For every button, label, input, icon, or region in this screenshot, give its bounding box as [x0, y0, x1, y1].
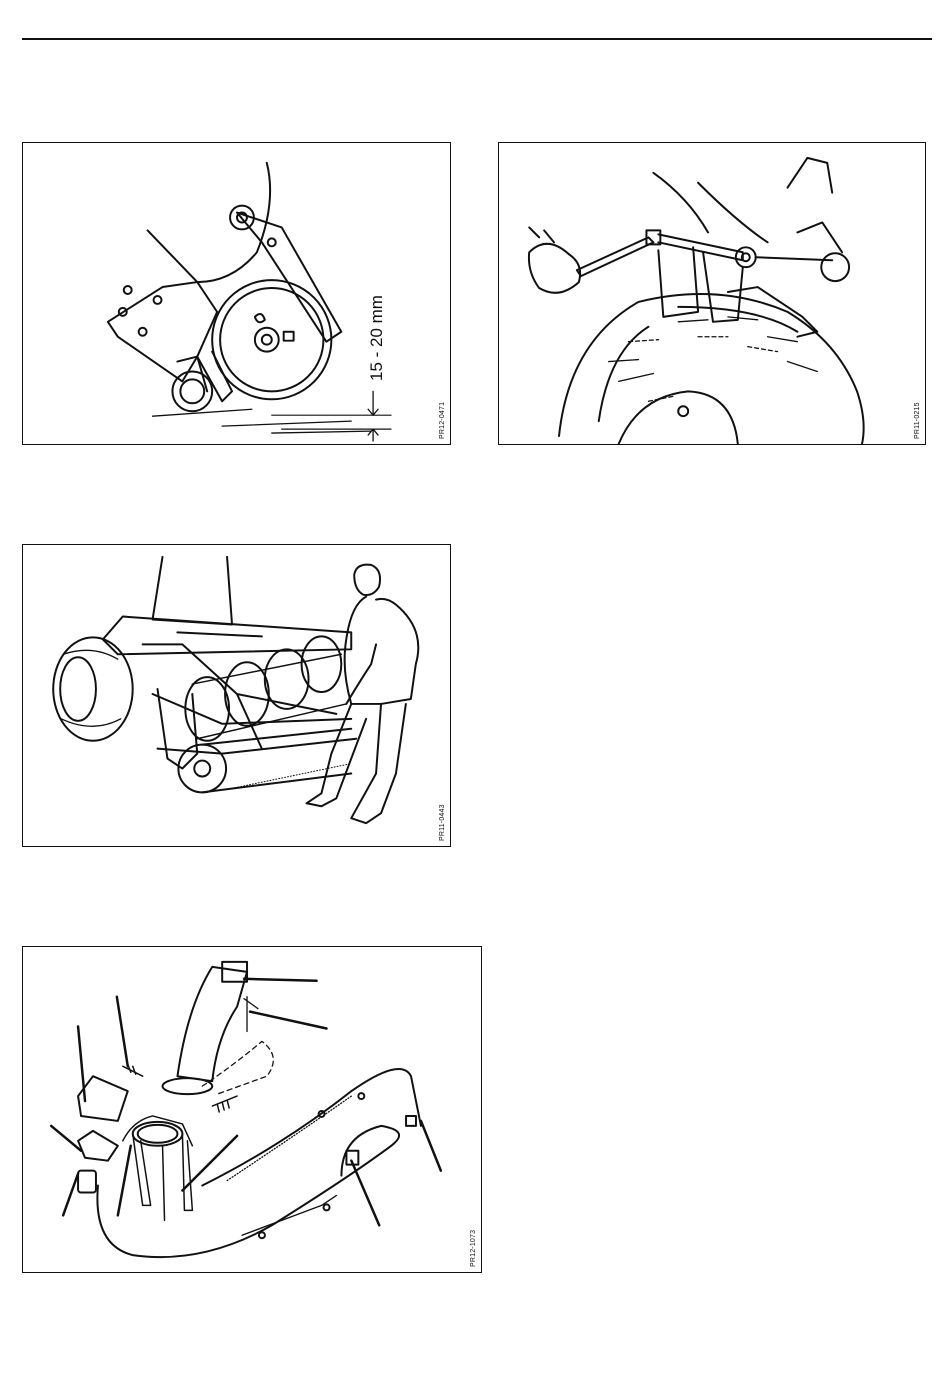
figure-code: PR12-1073 [470, 1230, 477, 1267]
figure-operator-machine: PR11-0443 [22, 544, 451, 847]
figure-code: PR11-0443 [439, 804, 446, 841]
figure-wrench-adjustment: PR11-0215 [498, 142, 926, 445]
figure-code: PR12-0471 [439, 402, 446, 439]
figure-spout-components: PR12-1073 [22, 946, 482, 1273]
header-rule [22, 38, 932, 40]
figure-code: PR11-0215 [914, 402, 921, 439]
wrench-adjustment-illustration [499, 143, 925, 444]
operator-machine-illustration [23, 545, 450, 846]
dimension-label: 15 - 20 mm [367, 295, 387, 381]
spout-components-illustration [23, 947, 481, 1272]
roller-height-illustration [23, 143, 450, 444]
figure-roller-height: 15 - 20 mm PR12-0471 [22, 142, 451, 445]
